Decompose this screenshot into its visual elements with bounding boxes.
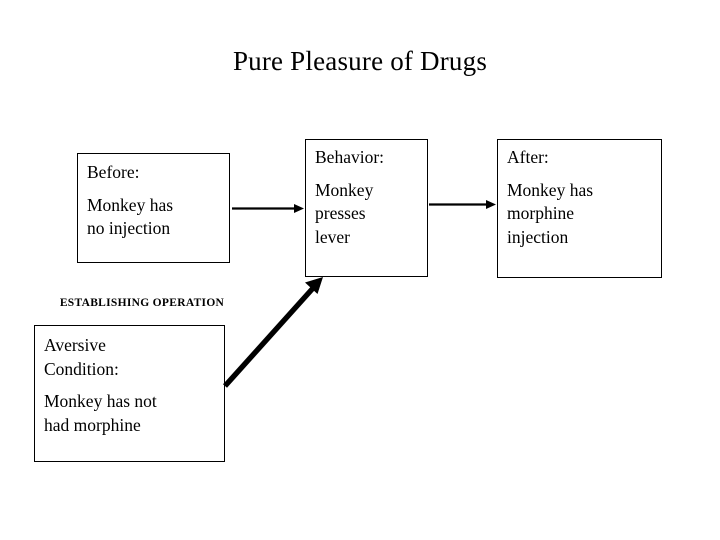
node-aversive-line-1: Monkey has not — [44, 391, 157, 411]
arrow-before-to-behavior — [232, 204, 304, 213]
node-behavior-heading: Behavior: — [315, 147, 385, 167]
node-before-heading: Before: — [87, 162, 140, 182]
node-after-line-2: morphine — [507, 203, 575, 223]
node-after-line-3: injection — [507, 226, 569, 247]
node-behavior-line-2: presses — [315, 203, 366, 223]
node-before-line-1: Monkey has — [87, 194, 174, 215]
node-after-spacer — [507, 170, 657, 179]
node-behavior-spacer — [315, 170, 423, 179]
node-before-content: Before: Monkey has no injection — [87, 161, 225, 241]
node-box-after[interactable]: After: Monkey has morphine injection — [497, 139, 662, 278]
node-after-content: After: Monkey has morphine injection — [507, 146, 657, 249]
node-before-spacer — [87, 185, 225, 194]
node-box-behavior[interactable]: Behavior: Monkey presses lever — [305, 139, 428, 277]
establishing-operation-caption: ESTABLISHING OPERATION — [59, 297, 225, 309]
node-aversive-heading-line-1: Aversive — [44, 335, 106, 355]
arrow-behavior-to-after — [429, 200, 496, 209]
node-aversive-heading-line-2: Condition: — [44, 358, 119, 379]
node-aversive-line-2: had morphine — [44, 414, 141, 435]
node-after-line-1: Monkey has — [507, 179, 594, 200]
node-before-line-2: no injection — [87, 218, 171, 238]
arrow-aversive-to-behavior — [222, 277, 323, 388]
node-aversive-spacer — [44, 381, 220, 390]
page-title: Pure Pleasure of Drugs — [232, 46, 488, 76]
node-box-aversive-condition[interactable]: Aversive Condition: Monkey has not had m… — [34, 325, 225, 462]
node-behavior-line-1: Monkey — [315, 179, 374, 200]
node-box-before[interactable]: Before: Monkey has no injection — [77, 153, 230, 263]
node-behavior-line-3: lever — [315, 226, 350, 247]
node-after-heading: After: — [507, 147, 549, 167]
node-aversive-content: Aversive Condition: Monkey has not had m… — [44, 334, 220, 437]
node-behavior-content: Behavior: Monkey presses lever — [315, 146, 423, 249]
